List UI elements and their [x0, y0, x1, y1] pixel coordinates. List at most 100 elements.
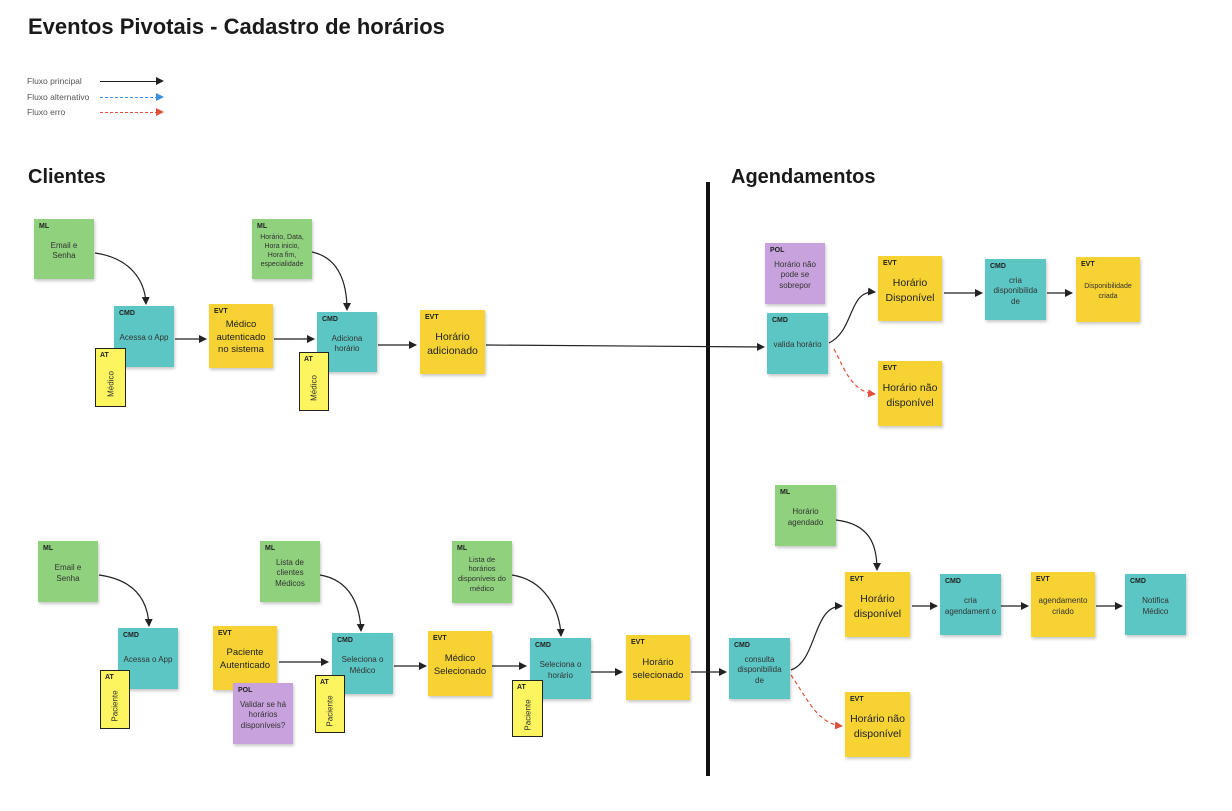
sticky-evt-horario-disponivel-2[interactable]: EVT Horário disponível: [845, 572, 910, 637]
sticky-tag: EVT: [1081, 261, 1095, 268]
sticky-text: Horário selecionado: [632, 656, 684, 681]
section-agendamentos: Agendamentos: [731, 166, 876, 188]
page-title: Eventos Pivotais - Cadastro de horários: [28, 14, 445, 39]
sticky-evt-horario-selecionado[interactable]: EVT Horário selecionado: [626, 635, 690, 700]
sticky-text: Seleciona o Médico: [341, 655, 384, 675]
sticky-evt-medico-selecionado[interactable]: EVT Médico Selecionado: [428, 631, 492, 696]
sticky-tag: EVT: [1036, 576, 1050, 583]
sticky-tag: POL: [238, 687, 253, 694]
sticky-pol-nao-sobrepor[interactable]: POL Horário não pode se sobrepor: [765, 243, 825, 304]
sticky-text: Médico: [309, 375, 319, 402]
sticky-ml-lista-horarios[interactable]: ML Lista de horários disponíveis do médi…: [452, 541, 512, 603]
connector: [511, 574, 565, 637]
sticky-at-medico-2[interactable]: AT Médico: [299, 352, 329, 411]
context-divider: [706, 182, 710, 776]
sticky-text: Horário adicionado: [427, 330, 478, 357]
legend-erro-arrow-icon: [156, 108, 164, 116]
sticky-text: Email e Senha: [54, 563, 82, 583]
legend-principal-label: Fluxo principal: [27, 76, 82, 86]
sticky-tag: EVT: [850, 576, 864, 583]
legend-alternativo-line: [100, 97, 158, 98]
sticky-tag: EVT: [425, 314, 439, 321]
sticky-tag: CMD: [990, 263, 1006, 270]
sticky-tag: EVT: [631, 639, 645, 646]
sticky-tag: CMD: [123, 632, 139, 639]
sticky-evt-horario-nao-disponivel-1[interactable]: EVT Horário não disponível: [878, 361, 942, 426]
sticky-ml-horario-agendado[interactable]: ML Horário agendado: [775, 485, 836, 546]
sticky-text: Horário, Data, Hora inicio, Hora fim, es…: [260, 233, 304, 269]
sticky-ml-horario-data[interactable]: ML Horário, Data, Hora inicio, Hora fim,…: [252, 219, 312, 279]
sticky-at-paciente-1[interactable]: AT Paciente: [100, 670, 130, 729]
sticky-ml-lista-medicos[interactable]: ML Lista de clientes Médicos: [260, 541, 320, 602]
sticky-tag: CMD: [119, 310, 135, 317]
sticky-tag: EVT: [883, 365, 897, 372]
sticky-tag: EVT: [850, 696, 864, 703]
sticky-text: Validar se há horários disponíveis?: [239, 699, 287, 730]
sticky-tag: CMD: [322, 316, 338, 323]
sticky-text: agendamento criado: [1038, 596, 1088, 616]
sticky-evt-horario-adicionado[interactable]: EVT Horário adicionado: [420, 310, 485, 374]
sticky-text: Paciente: [523, 699, 532, 731]
sticky-text: Horário não disponível: [850, 713, 905, 740]
connector: [319, 574, 365, 632]
sticky-text: Notifica Médico: [1142, 596, 1169, 616]
sticky-text: Paciente Autenticado: [219, 647, 271, 671]
sticky-text: Email e Senha: [50, 240, 78, 260]
sticky-text: Paciente: [325, 695, 335, 727]
sticky-tag: ML: [457, 545, 468, 552]
sticky-text: Médico: [106, 371, 115, 398]
sticky-tag: CMD: [1130, 578, 1146, 585]
connector: [835, 519, 881, 571]
legend-erro-line: [100, 112, 158, 113]
sticky-evt-agendamento-criado[interactable]: EVT agendamento criado: [1031, 572, 1095, 637]
sticky-at-paciente-3[interactable]: AT Paciente: [512, 680, 543, 737]
sticky-evt-horario-nao-disponivel-2[interactable]: EVT Horário não disponível: [845, 692, 910, 757]
sticky-tag: ML: [39, 223, 50, 230]
sticky-text: Médico Selecionado: [433, 652, 487, 677]
sticky-evt-paciente-autenticado[interactable]: EVT Paciente Autenticado: [213, 626, 277, 690]
connector: [311, 251, 351, 311]
sticky-cmd-valida-horario[interactable]: CMD valida horário: [767, 313, 828, 374]
sticky-tag: EVT: [883, 260, 897, 267]
sticky-evt-disponibilidade-criada[interactable]: EVT Disponibilidade criada: [1076, 257, 1140, 322]
sticky-cmd-notifica-medico[interactable]: CMD Notifica Médico: [1125, 574, 1186, 635]
sticky-tag: ML: [43, 545, 54, 552]
sticky-text: consulta disponibilida de: [737, 654, 782, 685]
connector: [94, 252, 150, 305]
legend-alternativo-arrow-icon: [156, 93, 164, 101]
sticky-cmd-consulta-disponibilidade[interactable]: CMD consulta disponibilida de: [729, 638, 790, 699]
sticky-at-paciente-2[interactable]: AT Paciente: [315, 675, 345, 733]
sticky-ml-email-senha-medico[interactable]: ML Email e Senha: [34, 219, 94, 279]
sticky-tag: POL: [770, 247, 785, 254]
sticky-tag: CMD: [535, 642, 551, 649]
sticky-text: Médico autenticado no sistema: [216, 318, 266, 356]
sticky-text: Lista de horários disponíveis do médico: [458, 554, 506, 593]
sticky-tag: EVT: [433, 635, 447, 642]
sticky-text: Seleciona o horário: [539, 660, 582, 680]
sticky-text: Acessa o App: [119, 333, 169, 343]
sticky-tag: CMD: [734, 642, 750, 649]
sticky-evt-medico-autenticado[interactable]: EVT Médico autenticado no sistema: [209, 304, 273, 368]
sticky-text: Horário agendado: [787, 507, 824, 527]
sticky-evt-horario-disponivel-1[interactable]: EVT Horário Disponível: [878, 256, 942, 321]
sticky-cmd-cria-disponibilidade[interactable]: CMD cria disponibilida de: [985, 259, 1046, 320]
sticky-tag: CMD: [772, 317, 788, 324]
connector: [828, 287, 876, 344]
sticky-tag: EVT: [214, 308, 228, 315]
legend-erro-label: Fluxo erro: [27, 107, 66, 117]
sticky-ml-email-senha-paciente[interactable]: ML Email e Senha: [38, 541, 98, 602]
sticky-text: Horário disponível: [853, 593, 902, 620]
sticky-at-medico-1[interactable]: AT Médico: [95, 348, 126, 407]
sticky-tag: ML: [780, 489, 791, 496]
legend-principal-line: [100, 81, 158, 82]
connector: [485, 342, 765, 351]
error-connector: [790, 674, 843, 730]
connector: [98, 574, 153, 627]
legend-principal-arrow-icon: [156, 77, 164, 85]
sticky-cmd-cria-agendamento[interactable]: CMD cria agendament o: [940, 574, 1001, 635]
sticky-text: Horário não disponível: [882, 382, 938, 409]
sticky-pol-validar-horarios[interactable]: POL Validar se há horários disponíveis?: [233, 683, 293, 744]
connector: [790, 602, 843, 671]
legend-alternativo-label: Fluxo alternativo: [27, 92, 90, 102]
